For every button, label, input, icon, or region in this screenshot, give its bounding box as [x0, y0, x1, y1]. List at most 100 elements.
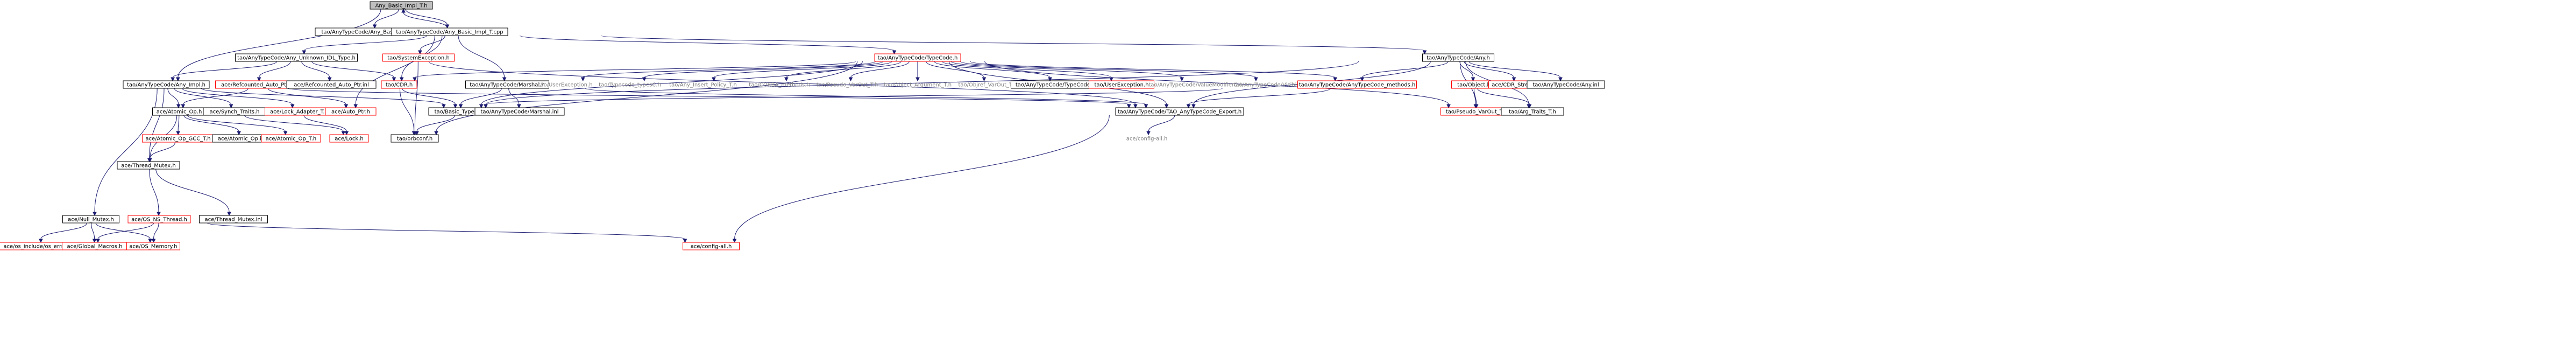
graph-node-os-memory-h[interactable]: ace/OS_Memory.h — [126, 242, 180, 250]
edge-line — [436, 61, 858, 132]
edge-arrowhead — [93, 212, 97, 217]
node-label: ace/Lock.h — [335, 136, 363, 142]
edge-line — [40, 222, 87, 240]
graph-node-cdr-h[interactable]: tao/CDR.h — [381, 80, 417, 89]
graph-edge-typecode-h-to-value-modifier-c-h — [950, 61, 1184, 82]
edge-line — [926, 61, 984, 78]
graph-node-atomic-op-gcc-t-h[interactable]: ace/Atomic_Op_GCC_T.h — [142, 134, 214, 143]
edge-arrowhead — [176, 131, 180, 136]
graph-node-any-impl-h[interactable]: tao/AnyTypeCode/Any_Impl.h — [123, 80, 210, 89]
edge-line — [405, 9, 448, 25]
edge-arrowhead — [413, 77, 417, 82]
graph-node-any-basic-impl-t-h[interactable]: Any_Basic_Impl_T.h — [370, 1, 433, 10]
edge-arrowhead — [642, 77, 647, 82]
edge-line — [644, 61, 884, 78]
node-box — [117, 161, 180, 170]
edge-line — [403, 12, 448, 29]
graph-edge-any-impl-h-to-atomic-op-h — [167, 88, 181, 109]
graph-node-thread-mutex-inl[interactable]: ace/Thread_Mutex.inl — [199, 215, 268, 224]
edge-arrowhead — [1133, 104, 1138, 109]
edge-line — [416, 115, 455, 132]
graph-edge-any-basic-impl-t-h-to-any-basic-impl-t-inl — [372, 9, 399, 29]
graph-node-auto-ptr-h[interactable]: ace/Auto_Ptr.h — [325, 107, 377, 116]
edge-line — [207, 222, 685, 240]
node-label: tao/Arg_Traits_T.h — [1509, 109, 1556, 115]
edge-line — [1459, 61, 1474, 78]
graph-node-refcounted-auto-ptr-inl[interactable]: ace/Refcounted_Auto_Ptr.inl — [286, 80, 377, 89]
graph-node-typecode-types-h[interactable]: tao/Typecode_typesC.h — [594, 81, 666, 88]
node-box — [127, 215, 191, 224]
graph-edge-tao-anytypecode-export-h-to-config-all-h-plain — [1146, 115, 1175, 136]
graph-node-global-macros-h[interactable]: ace/Global_Macros.h — [62, 242, 127, 250]
edge-arrowhead — [415, 131, 419, 136]
graph-edge-any-impl-h-to-tao-anytypecode-export-h — [287, 88, 1131, 109]
edge-line — [458, 35, 505, 78]
graph-node-config-all-h-plain[interactable]: ace/config-all.h — [1119, 135, 1175, 142]
graph-node-atomic-op-inl[interactable]: ace/Atomic_Op.inl — [212, 134, 272, 143]
edge-arrowhead — [341, 131, 346, 136]
graph-edge-typecode-h-to-anytypecode-methods-h — [970, 61, 1337, 82]
graph-node-orbconf-h[interactable]: tao/orbconf.h — [391, 134, 439, 143]
graph-edge-any-unknown-idl-type-h-to-cdr-h — [311, 61, 396, 82]
edge-line — [734, 115, 1110, 240]
edge-line — [970, 61, 1336, 78]
edge-arrowhead — [732, 239, 737, 243]
graph-edge-typecode-h-to-corba-methods-h — [784, 61, 902, 82]
graph-edge-atomic-op-h-to-atomic-op-gcc-t-h — [176, 115, 180, 136]
edge-line — [485, 88, 1223, 105]
graph-node-thread-mutex-h[interactable]: ace/Thread_Mutex.h — [117, 161, 180, 170]
graph-node-os-ns-thread-h[interactable]: ace/OS_NS_Thread.h — [127, 215, 191, 224]
graph-node-synch-traits-h[interactable]: ace/Synch_Traits.h — [203, 107, 266, 116]
graph-node-atomic-op-h[interactable]: ace/Atomic_Op.h — [152, 107, 206, 116]
graph-node-any-basic-impl-t-cpp[interactable]: tao/AnyTypeCode/Any_Basic_Impl_T.cpp — [391, 27, 508, 36]
graph-node-config-all-h[interactable]: ace/config-all.h — [683, 242, 740, 250]
graph-node-atomic-op-t-h[interactable]: ace/Atomic_Op_T.h — [261, 134, 321, 143]
graph-node-visibility-c-h[interactable]: tao/AnyTypeCode/VisibilityC.h — [1226, 81, 1322, 88]
graph-edge-any-basic-impl-t-h-to-any-impl-h — [176, 9, 381, 82]
graph-edge-refcounted-auto-ptr-h-to-auto-ptr-h — [267, 88, 349, 109]
node-box — [123, 80, 210, 89]
graph-node-corba-methods-h[interactable]: tao/CORBA_methods.h — [747, 81, 812, 88]
graph-node-tao-anytypecode-export-h[interactable]: tao/AnyTypeCode/TAO_AnyTypeCode_Export.h — [1115, 107, 1244, 116]
graph-edge-typecode-h-to-any-insert-policy-t-h — [712, 61, 892, 82]
edge-arrowhead — [1254, 77, 1258, 82]
graph-edge-typecode-h-to-basic-types-h — [479, 61, 863, 109]
node-label: ace/CDR_Stream.h — [1492, 82, 1542, 88]
graph-node-marshal-inl[interactable]: tao/AnyTypeCode/Marshal.inl — [474, 107, 565, 116]
edge-arrowhead — [92, 239, 97, 243]
graph-node-typecode-h[interactable]: tao/AnyTypeCode/TypeCode.h — [874, 53, 961, 62]
graph-node-null-mutex-h[interactable]: ace/Null_Mutex.h — [62, 215, 119, 224]
graph-node-user-exception-h-red[interactable]: tao/UserException.h — [1089, 80, 1154, 89]
graph-node-lock-h[interactable]: ace/Lock.h — [329, 134, 369, 143]
edge-line — [182, 88, 249, 105]
node-label: ace/OS_NS_Thread.h — [131, 217, 187, 223]
graph-node-marshal-h[interactable]: tao/AnyTypeCode/Marshal.h — [465, 80, 549, 89]
edge-line — [97, 222, 154, 240]
graph-node-arg-traits-t-h[interactable]: tao/Arg_Traits_T.h — [1501, 107, 1564, 116]
graph-edge-marshal-h-to-marshal-inl — [508, 88, 521, 109]
graph-node-system-exception-h[interactable]: tao/SystemException.h — [382, 53, 455, 62]
graph-node-any-inl[interactable]: tao/AnyTypeCode/Any.inl — [1527, 80, 1605, 89]
edge-line — [155, 169, 230, 213]
graph-node-any-insert-policy-t-h[interactable]: tao/Any_Insert_Policy_T.h — [662, 81, 745, 88]
graph-node-refcounted-auto-ptr-h[interactable]: ace/Refcounted_Auto_Ptr.h — [215, 80, 299, 89]
graph-edge-object-h-to-arg-traits-t-h — [1477, 88, 1532, 109]
edge-arrowhead — [848, 77, 853, 82]
node-label: Any_Basic_Impl_T.h — [375, 3, 428, 9]
node-label: ace/Atomic_Op.inl — [218, 136, 266, 142]
node-label: ace/Thread_Mutex.inl — [205, 217, 262, 223]
graph-node-objref-varout-t-h[interactable]: tao/Objref_VarOut_T.h — [952, 81, 1024, 88]
graph-node-object-argument-t-h[interactable]: tao/Object_Argument_T.h — [879, 81, 956, 88]
edge-line — [1473, 88, 1477, 105]
graph-edge-anytypecode-methods-h-to-tao-anytypecode-export-h — [1186, 88, 1331, 109]
graph-node-anytypecode-methods-h[interactable]: tao/AnyTypeCode/AnyTypeCode_methods.h — [1297, 80, 1417, 89]
graph-node-user-exception-h[interactable]: tao/UserException.h — [533, 81, 598, 88]
graph-node-value-modifier-c-h[interactable]: tao/AnyTypeCode/ValueModifierC.h — [1144, 81, 1248, 88]
graph-node-any-h[interactable]: tao/AnyTypeCode/Any.h — [1422, 53, 1494, 62]
graph-node-pseudo-varout-t-h-plain[interactable]: tao/Pseudo_VarOut_T.h — [812, 81, 883, 88]
edge-arrowhead — [784, 77, 789, 82]
graph-node-lock-adapter-t-h[interactable]: ace/Lock_Adapter_T.h — [265, 107, 333, 116]
node-box — [325, 107, 377, 116]
graph-node-any-unknown-idl-type-h[interactable]: tao/AnyTypeCode/Any_Unknown_IDL_Type.h — [235, 53, 358, 62]
graph-edge-any-unknown-idl-type-h-to-tao-anytypecode-export-h — [428, 61, 1138, 109]
